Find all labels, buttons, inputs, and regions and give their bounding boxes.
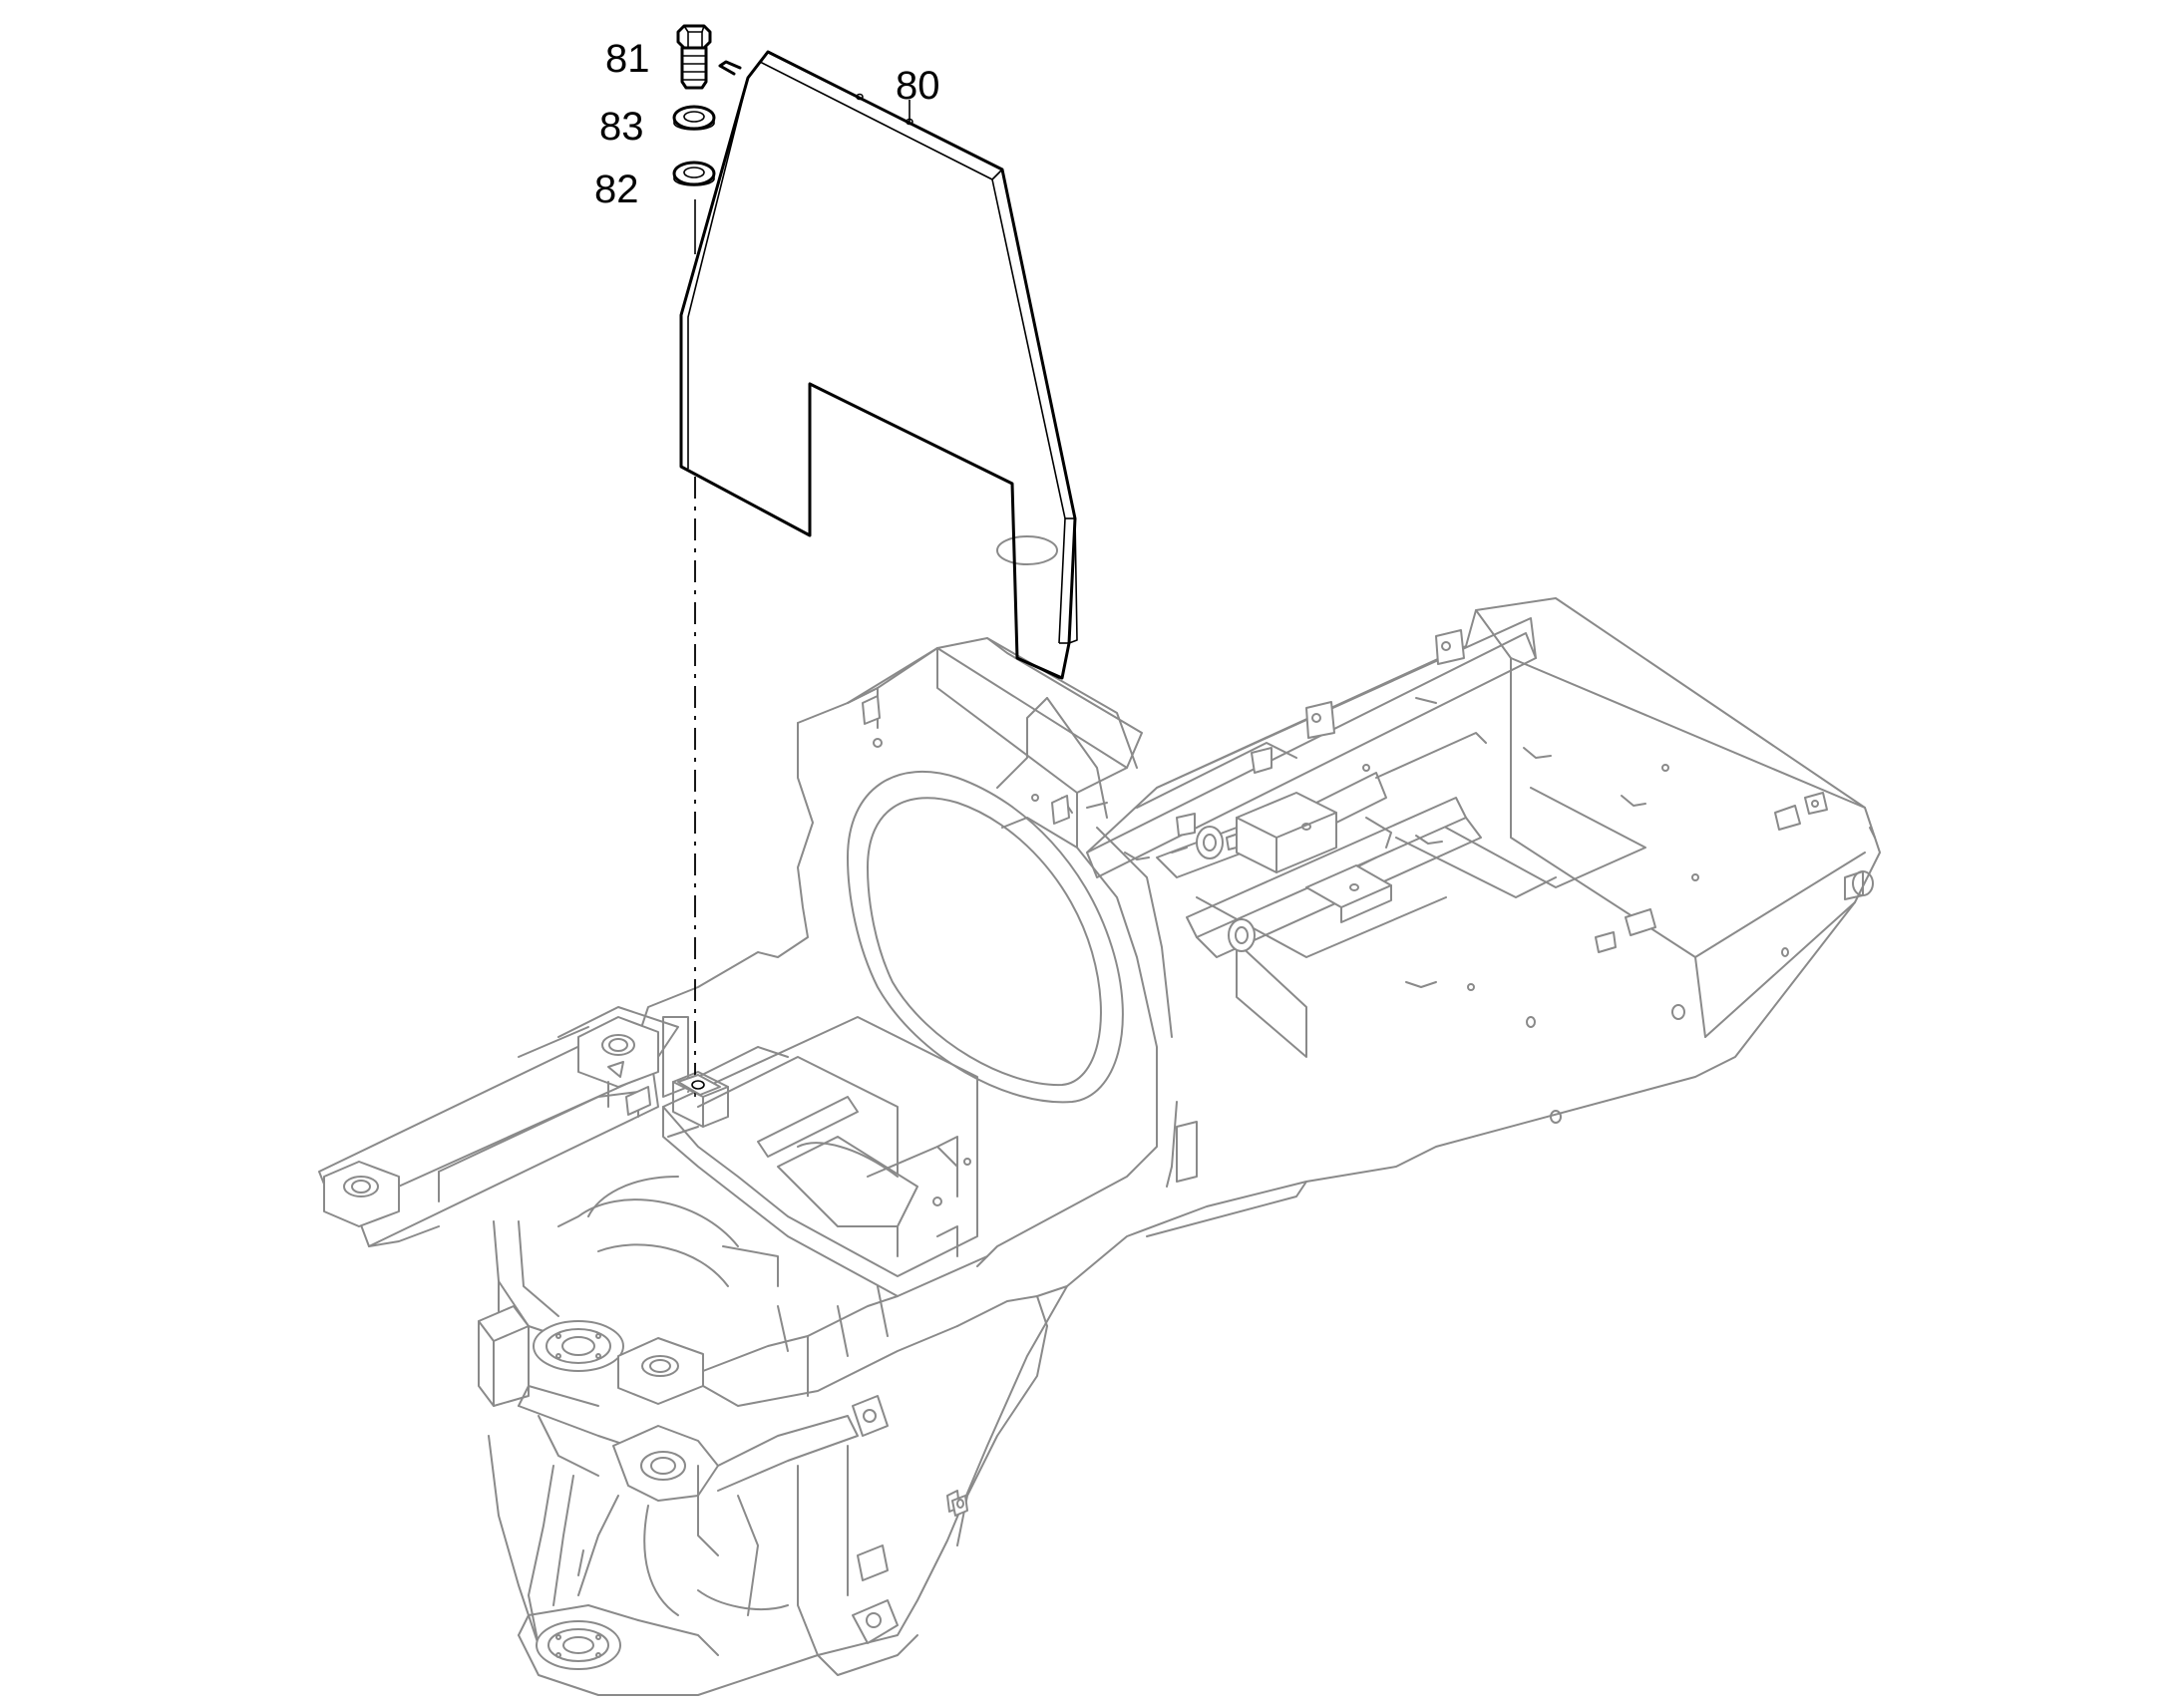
- drive-housing: [478, 1176, 958, 1407]
- callout-80: 80: [896, 64, 940, 108]
- callout-81: 81: [605, 37, 650, 81]
- machine-frame: [318, 535, 1881, 1696]
- shroud-top-panel: [847, 637, 1143, 769]
- washer-82: [672, 161, 716, 186]
- callout-82: 82: [594, 168, 639, 211]
- mounting-pads: [1171, 697, 1437, 952]
- mounting-hole: [677, 1074, 721, 1096]
- right-side-rail: [817, 597, 1881, 1656]
- left-lower-bodyside: [951, 1285, 1068, 1546]
- hex-bolt-81: [676, 24, 712, 90]
- articulation-joint: [488, 1385, 960, 1656]
- lower-center-tunnel: [662, 1016, 988, 1297]
- rail-brackets: [1176, 629, 1828, 953]
- cable-clips: [1124, 747, 1646, 988]
- washer-83: [672, 105, 716, 131]
- left-arm: [318, 1006, 679, 1247]
- bottom-axle-mount: [518, 1604, 918, 1696]
- fan-shroud: [637, 535, 1198, 1267]
- cover-plate-80: [679, 50, 1078, 680]
- callout-83: 83: [599, 105, 644, 149]
